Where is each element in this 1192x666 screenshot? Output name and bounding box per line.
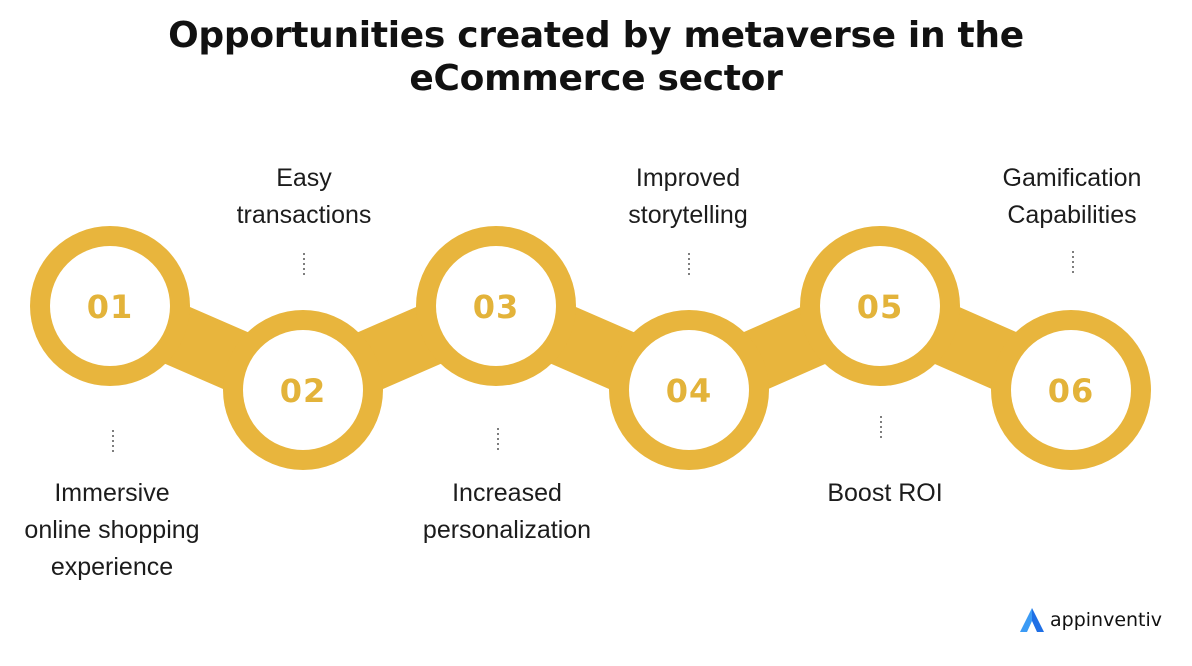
- step-05-ring: 05: [800, 226, 960, 386]
- step-04-ring: 04: [609, 310, 769, 470]
- step-03-ring: 03: [416, 226, 576, 386]
- step-06-connector-dots: [1072, 251, 1074, 276]
- appinventiv-a-logo-icon: [1020, 608, 1044, 632]
- step-02-number: 02: [280, 372, 327, 410]
- step-04-connector-dots: [688, 253, 690, 278]
- page-title: Opportunities created by metaverse in th…: [0, 14, 1192, 100]
- step-03-label-line-2: personalization: [422, 516, 592, 544]
- step-06-label: Gamification Capabilities: [1003, 160, 1142, 234]
- step-05-label: Boost ROI: [827, 475, 942, 512]
- step-01-label-line-1: Immersive: [54, 479, 170, 507]
- step-03-number: 03: [473, 288, 520, 326]
- step-01-ring: 01: [30, 226, 190, 386]
- step-04-label-line-2: storytelling: [628, 201, 748, 229]
- step-02-connector-dots: [303, 253, 305, 278]
- step-04-label: Improved storytelling: [628, 160, 748, 234]
- step-06-ring: 06: [991, 310, 1151, 470]
- step-02-ring: 02: [223, 310, 383, 470]
- step-01-connector-dots: [112, 430, 114, 455]
- step-03-label-line-1: Increased: [452, 479, 562, 507]
- title-line-1: Opportunities created by metaverse in th…: [168, 15, 1024, 56]
- step-04-label-line-1: Improved: [635, 164, 741, 192]
- step-03-label: Increased personalization: [423, 475, 591, 549]
- step-05-label-line-1: Boost ROI: [827, 479, 943, 507]
- step-06-label-line-1: Gamification: [1002, 164, 1142, 192]
- step-01-label-line-2: online shopping: [24, 516, 200, 544]
- step-02-label-line-1: Easy: [276, 164, 332, 192]
- step-06-label-line-2: Capabilities: [1007, 201, 1137, 229]
- appinventiv-logo: appinventiv: [1018, 606, 1162, 634]
- step-05-connector-dots: [880, 416, 882, 441]
- logo-text: appinventiv: [1050, 609, 1163, 631]
- step-04-number: 04: [666, 372, 713, 410]
- step-02-label-line-2: transactions: [236, 201, 372, 229]
- step-01-number: 01: [87, 288, 134, 326]
- step-01-label: Immersive online shopping experience: [24, 475, 199, 586]
- step-03-connector-dots: [497, 428, 499, 453]
- step-06-number: 06: [1048, 372, 1095, 410]
- title-line-2: eCommerce sector: [409, 58, 783, 100]
- step-05-number: 05: [857, 288, 904, 326]
- step-01-label-line-3: experience: [50, 553, 174, 581]
- step-02-label: Easy transactions: [237, 160, 372, 234]
